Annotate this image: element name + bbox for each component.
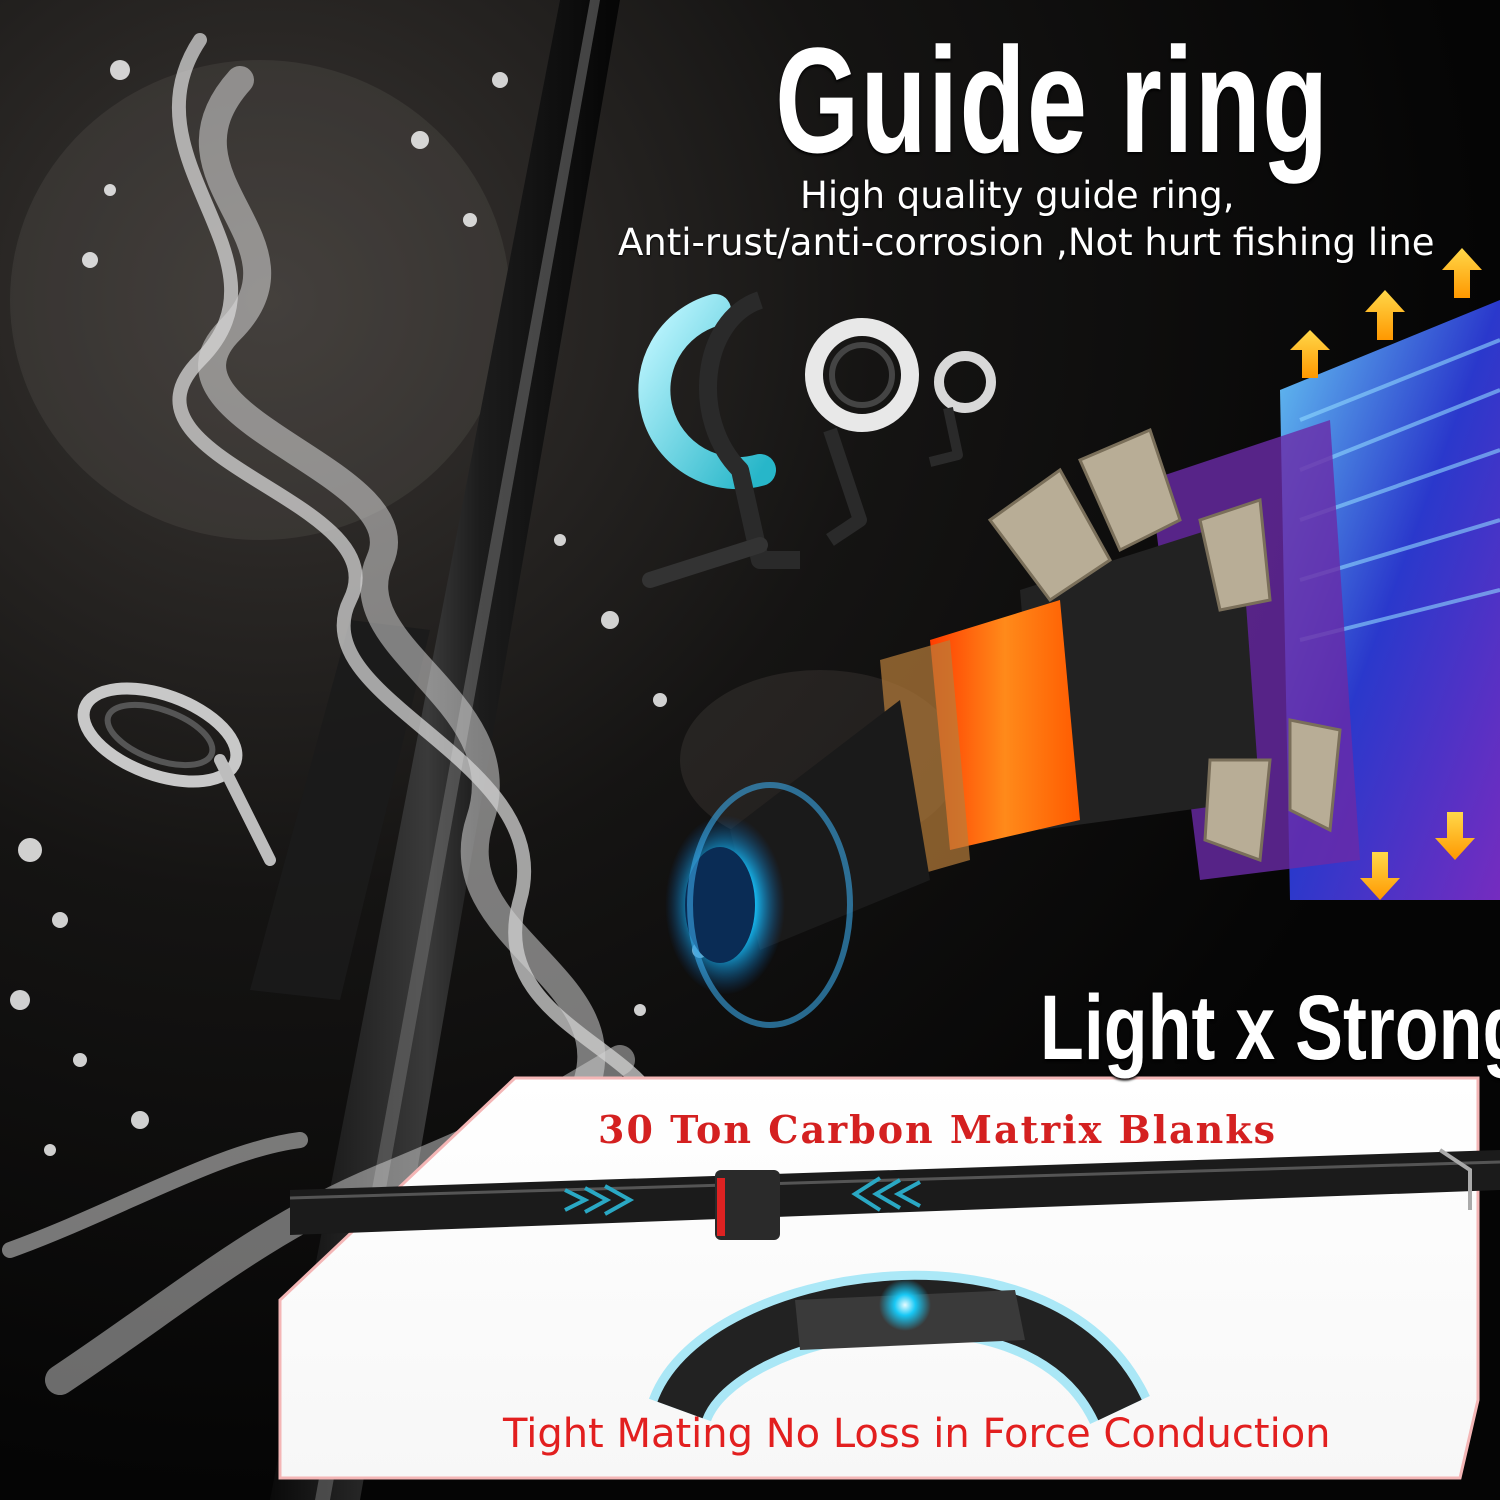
arrow-up-icon bbox=[1365, 290, 1405, 340]
arrow-left-icon bbox=[851, 1176, 921, 1212]
carbon-blank-cutaway bbox=[665, 300, 1500, 1028]
blanks-panel bbox=[278, 1076, 1500, 1480]
arrow-up-icon bbox=[1442, 248, 1482, 298]
arrow-down-icon bbox=[1360, 852, 1400, 900]
feature-headline: Light x Strong bbox=[1040, 977, 1500, 1079]
stress-point-icon bbox=[879, 1279, 931, 1331]
ferrule-joint bbox=[715, 1170, 780, 1240]
background-haze bbox=[10, 60, 510, 540]
arrow-right-icon bbox=[564, 1184, 635, 1216]
metal-fins bbox=[987, 427, 1342, 863]
expansion-arrows bbox=[1290, 248, 1482, 900]
rod-guide-wrap bbox=[250, 620, 430, 1000]
arrow-down-icon bbox=[1435, 812, 1475, 860]
rod-guide-ring bbox=[77, 682, 276, 866]
page-title: Guide ring bbox=[775, 16, 1330, 184]
subtitle-line-2: Anti-rust/anti-corrosion ,Not hurt fishi… bbox=[618, 221, 1435, 264]
arrow-up-icon bbox=[1290, 330, 1330, 378]
guide-ring-set bbox=[638, 291, 996, 588]
subtitle-line-1: High quality guide ring, bbox=[800, 174, 1235, 217]
